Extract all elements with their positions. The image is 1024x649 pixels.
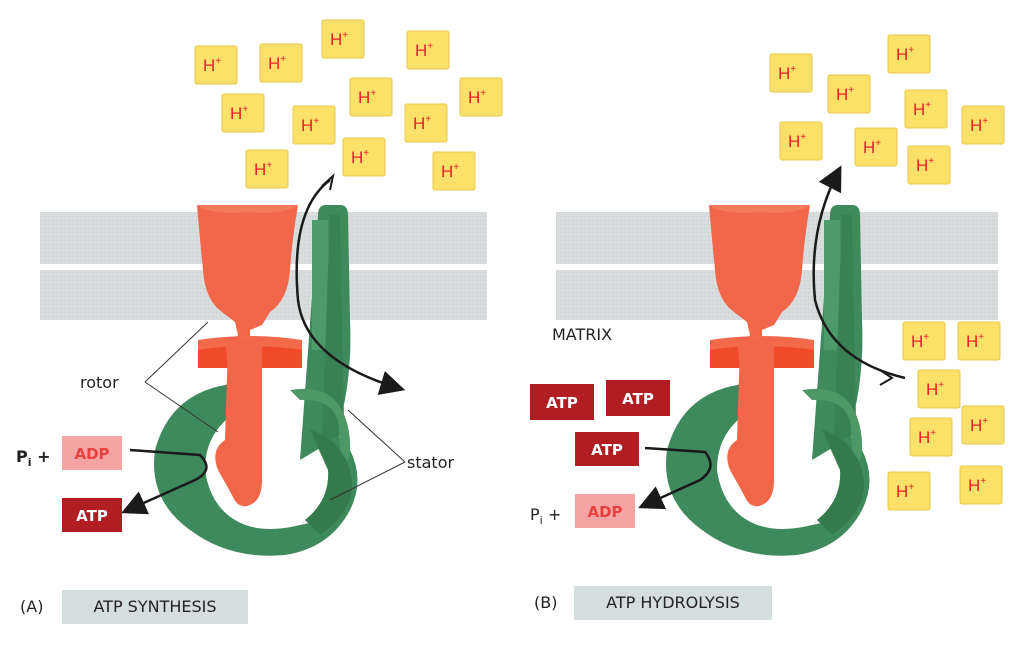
panel-b-proton-label: H+ (970, 416, 988, 435)
panel-b-proton-label: H+ (778, 64, 796, 83)
atp-label-b-1: ATP (546, 394, 578, 412)
panel-a-proton-box (404, 103, 448, 143)
panel-a-proton-box (459, 77, 503, 117)
caption-bg-a (62, 590, 248, 624)
panel-b-proton-label: H+ (970, 116, 988, 135)
adp-box-a (62, 436, 122, 470)
panel-a-proton-box (194, 45, 238, 85)
panel-a-proton-label: H+ (301, 116, 319, 135)
phosphate-label-a: Pi + (16, 447, 51, 469)
panel-b-proton-box (904, 89, 948, 129)
adp-label-b: ADP (587, 503, 622, 521)
panel-b-proton-box (917, 369, 961, 409)
panel-b-proton-box (779, 121, 823, 161)
rotor-b (709, 205, 814, 507)
panel-a-proton-label: H+ (441, 162, 459, 181)
atp-box-b-3 (575, 432, 639, 466)
panel-a-proton-label: H+ (268, 54, 286, 73)
panel-a-proton-box (245, 149, 289, 189)
matrix-label: MATRIX (552, 325, 612, 344)
panel-a-proton-label: H+ (413, 114, 431, 133)
panel-b-proton-label: H+ (966, 332, 984, 351)
panel-a-proton-box (221, 93, 265, 133)
panel-b: H+ H+ H+ H+ H+ H+ H+ H+ H+ H+ H+ H+ H+ H+ H+ MATRIX AT… (530, 34, 1005, 620)
stator-b (666, 205, 870, 556)
panel-b-proton-label: H+ (926, 380, 944, 399)
panel-a-proton-label: H+ (254, 160, 272, 179)
panel-b-proton-box (957, 321, 1001, 361)
reaction-arrow-b (638, 446, 712, 510)
rotor-pointer-lines (144, 321, 219, 433)
panel-b-proton-label: H+ (913, 100, 931, 119)
panel-a-proton-label: H+ (415, 41, 433, 60)
atp-label-b-3: ATP (591, 441, 623, 459)
stator-label: stator (407, 453, 454, 472)
phosphate-label-b: Pi + (530, 505, 561, 527)
panel-b-proton-box (769, 53, 813, 93)
panel-letter-b: (B) (534, 593, 557, 612)
rotor-label: rotor (80, 373, 119, 392)
panel-a-proton-label: H+ (203, 56, 221, 75)
adp-box-b (575, 494, 635, 528)
panel-a-proton-label: H+ (358, 88, 376, 107)
panel-a-proton-box (342, 137, 386, 177)
panel-a-proton-box (321, 19, 365, 59)
adp-label-a: ADP (74, 445, 109, 463)
proton-flow-arrowhead-top-a (321, 173, 335, 191)
proton-group-a: H+ H+ H+ H+ H+ H+ H+ H+ H+ H+ H+ H+ (194, 19, 503, 191)
panel-b-proton-label: H+ (896, 45, 914, 64)
caption-a: ATP SYNTHESIS (93, 597, 216, 616)
panel-b-proton-box (907, 145, 951, 185)
panel-a-proton-label: H+ (351, 148, 369, 167)
panel-b-proton-label: H+ (788, 132, 806, 151)
panel-b-proton-box (961, 405, 1005, 445)
panel-b-proton-box (909, 417, 953, 457)
panel-b-proton-label: H+ (863, 138, 881, 157)
panel-a-proton-box (406, 30, 450, 70)
panel-a-proton-box (259, 43, 303, 83)
rotor-a (197, 205, 302, 507)
proton-group-b: H+ H+ H+ H+ H+ H+ H+ H+ H+ H+ H+ H+ H+ H+ H+ (769, 34, 1005, 511)
caption-b: ATP HYDROLYSIS (606, 593, 740, 612)
panel-b-proton-label: H+ (896, 482, 914, 501)
proton-flow-arrow-b (812, 165, 906, 380)
panel-b-proton-box (961, 105, 1005, 145)
stator-a (154, 205, 358, 556)
panel-a-proton-label: H+ (230, 104, 248, 123)
atp-label-b-2: ATP (622, 390, 654, 408)
atp-box-b-1 (530, 384, 594, 420)
panel-b-proton-box (887, 34, 931, 74)
panel-a-proton-box (292, 105, 336, 145)
panel-b-proton-label: H+ (916, 156, 934, 175)
panel-b-proton-box (959, 465, 1003, 505)
panel-b-proton-box (902, 321, 946, 361)
atp-label-a: ATP (76, 507, 108, 525)
atp-box-a (62, 498, 122, 532)
proton-flow-arrow-a (295, 179, 406, 395)
panel-a-proton-label: H+ (330, 30, 348, 49)
panel-b-proton-label: H+ (968, 476, 986, 495)
panel-b-proton-box (827, 74, 871, 114)
panel-b-proton-label: H+ (836, 85, 854, 104)
panel-a: H+ H+ H+ H+ H+ H+ H+ H+ H+ H+ H+ H+ rotor (16, 19, 503, 624)
caption-bg-b (574, 586, 772, 620)
panel-b-proton-box (887, 471, 931, 511)
panel-a-proton-box (432, 151, 476, 191)
panel-b-proton-box (854, 127, 898, 167)
panel-a-proton-box (349, 77, 393, 117)
atp-box-b-2 (606, 380, 670, 416)
panel-a-proton-label: H+ (468, 88, 486, 107)
proton-flow-arrowhead-bottom-b (879, 369, 894, 386)
panel-letter-a: (A) (20, 597, 43, 616)
stator-pointer-lines (329, 409, 406, 501)
panel-b-proton-label: H+ (918, 428, 936, 447)
reaction-arrow-a (121, 448, 208, 515)
panel-b-proton-label: H+ (911, 332, 929, 351)
